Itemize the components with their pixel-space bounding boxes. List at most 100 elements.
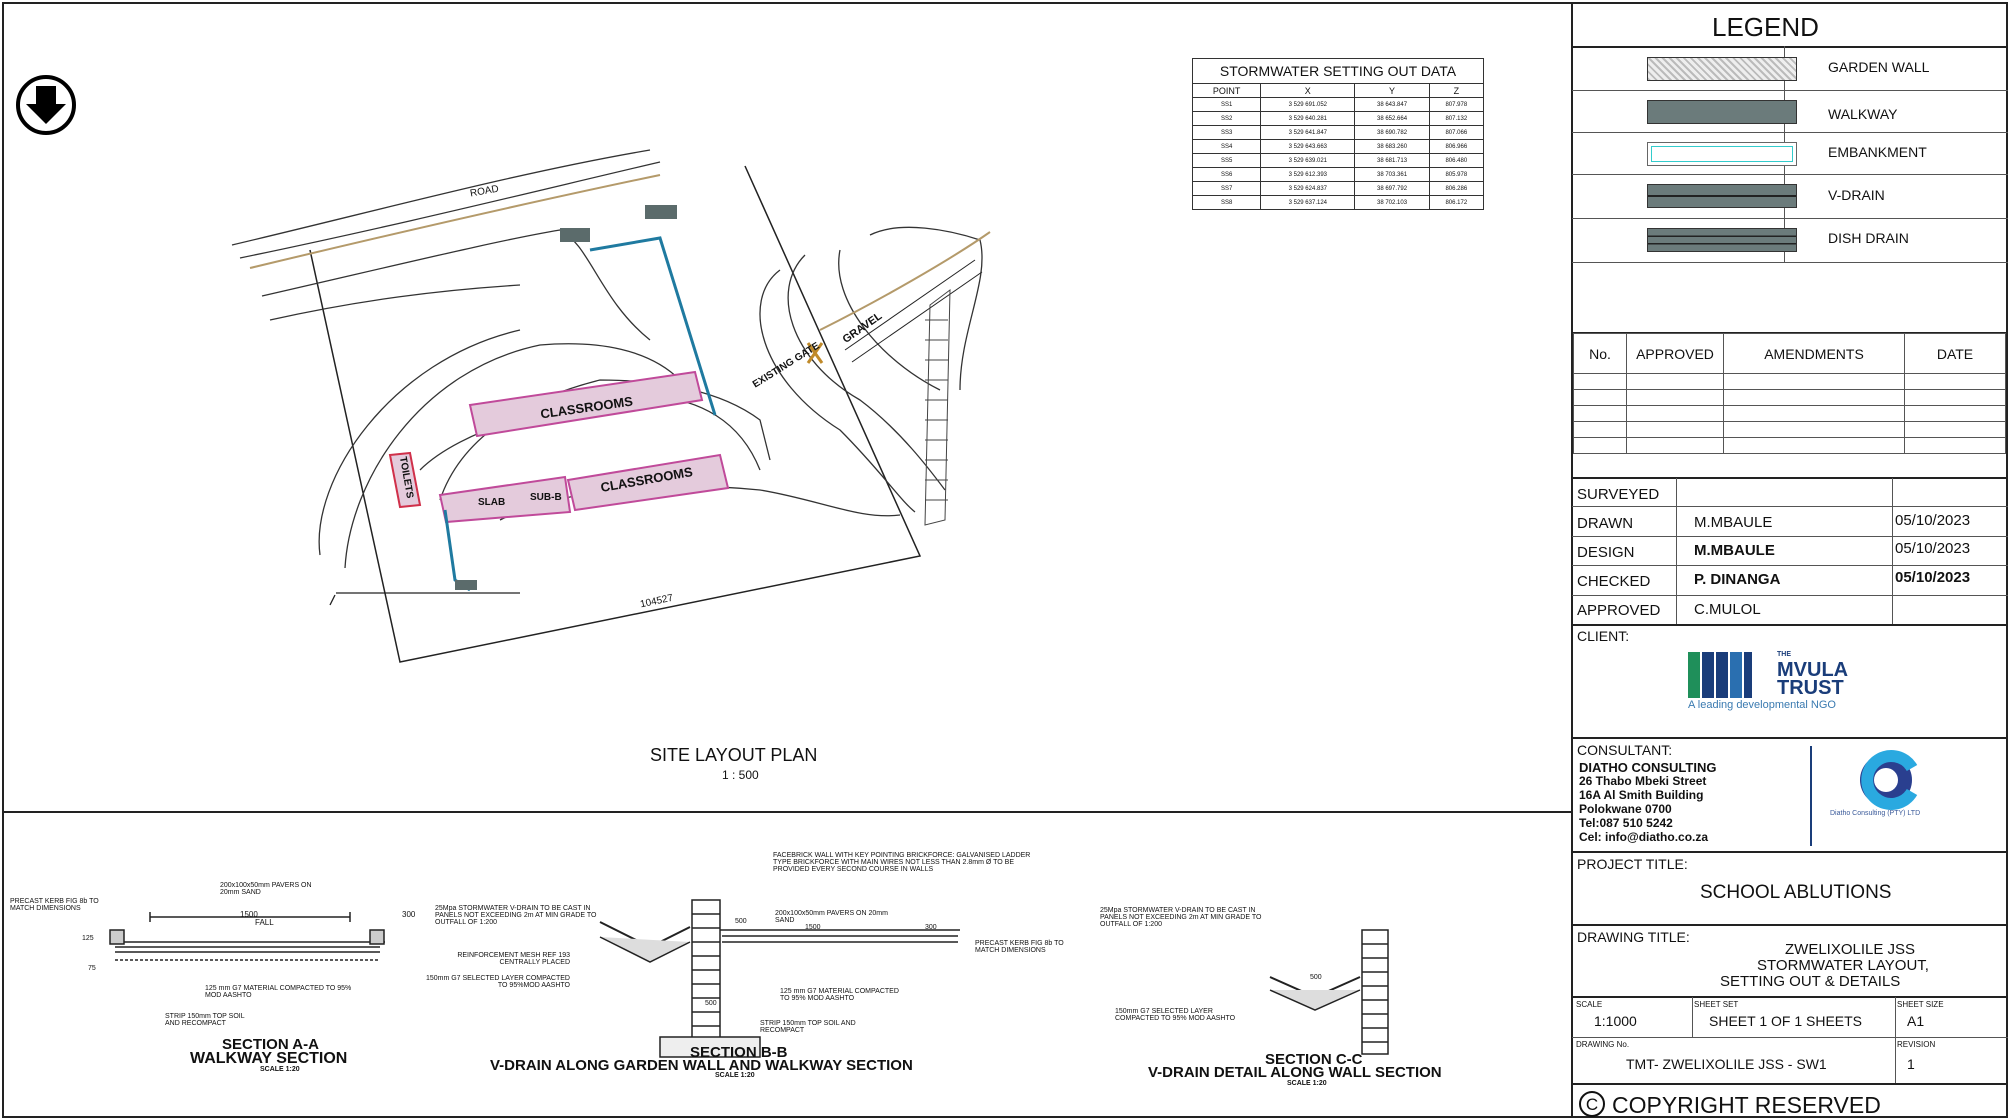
sections-drawings	[109, 899, 1389, 1058]
section-b-dim-1: 500	[735, 918, 747, 925]
sub-b-label: SUB-B	[530, 492, 562, 503]
meta-mid-rule	[1572, 1037, 2008, 1038]
section-c-scale: SCALE 1:20	[1287, 1080, 1327, 1087]
legend-v-drain-symbol	[1647, 184, 1797, 208]
section-a-dim-2: 300	[402, 910, 416, 919]
setting-out-cell: 38 690.782	[1354, 125, 1430, 140]
section-b-dim-4: 500	[705, 1000, 717, 1007]
section-b-note-4: PRECAST KERB FIG 8b TO MATCH DIMENSIONS	[975, 940, 1064, 954]
section-b-note-8: STRIP 150mm TOP SOIL AND RECOMPACT	[760, 1020, 856, 1034]
setting-out-cell: 806.286	[1428, 181, 1485, 196]
signoff-design-name: M.MBAULE	[1694, 542, 1775, 559]
drawing-title-bottom-rule	[1572, 996, 2008, 998]
legend-row-rule	[1572, 174, 2008, 175]
section-b-dim-2: 1500	[805, 924, 821, 931]
section-b-scale: SCALE 1:20	[715, 1072, 755, 1079]
setting-out-cell: 38 643.847	[1354, 97, 1430, 112]
setting-out-cell: 3 529 643.663	[1260, 139, 1356, 154]
meta-scale-label: SCALE	[1576, 1000, 1603, 1009]
legend-embankment-label: EMBANKMENT	[1828, 144, 1927, 160]
legend-row-rule	[1572, 90, 2008, 91]
section-a-note-2: 200x100x50mm PAVERS ON 20mm SAND	[220, 882, 312, 896]
road-edge	[249, 174, 991, 331]
section-c-dim-1: 500	[1310, 974, 1322, 981]
consultant-address-1: 26 Thabo Mbeki Street	[1579, 774, 1707, 788]
section-a-note-4: STRIP 150mm TOP SOIL AND RECOMPACT	[165, 1013, 245, 1027]
section-b-drawing	[599, 899, 960, 1058]
signoff-surveyed-label: SURVEYED	[1577, 486, 1660, 503]
setting-out-cell: 807.132	[1428, 111, 1485, 126]
signoff-rule	[1572, 595, 2008, 596]
signoff-checked-date: 05/10/2023	[1895, 569, 1971, 586]
section-c-note-1: 25Mpa STORMWATER V-DRAIN TO BE CAST IN P…	[1100, 907, 1262, 928]
classroom-blocks	[388, 370, 730, 524]
section-b-note-6: 150mm G7 SELECTED LAYER COMPACTED TO 95%…	[425, 975, 570, 989]
legend-title: LEGEND	[1712, 12, 1819, 42]
legend-row-rule	[1572, 132, 2008, 133]
legend-dish-drain-symbol	[1647, 228, 1797, 252]
embankment-hatch	[924, 288, 951, 526]
consultant-address-2: 16A Al Smith Building	[1579, 788, 1704, 802]
meta-sheet-size-label: SHEET SIZE	[1897, 1000, 1944, 1009]
legend-garden-wall-label: GARDEN WALL	[1828, 59, 1930, 75]
section-c-subtitle: V-DRAIN DETAIL ALONG WALL SECTION	[1148, 1064, 1442, 1081]
setting-out-table: STORMWATER SETTING OUT DATA POINT X Y Z …	[1191, 58, 1485, 210]
project-bottom-rule	[1572, 924, 2008, 926]
meta-drawing-no-label: DRAWING No.	[1576, 1040, 1630, 1049]
signoff-col-2	[1892, 478, 1893, 624]
client-logo	[1688, 652, 1752, 698]
site-plan-title: SITE LAYOUT PLAN	[650, 745, 818, 765]
section-b-note-2: 25Mpa STORMWATER V-DRAIN TO BE CAST IN P…	[435, 905, 597, 926]
consultant-logo-rule	[1810, 746, 1812, 846]
signoff-rule	[1572, 506, 2008, 507]
client-logo-the: THE	[1777, 651, 1791, 658]
signoff-drawn-date: 05/10/2023	[1895, 512, 1971, 529]
section-a-title: SECTION A-A	[222, 1036, 319, 1053]
client-tagline: A leading developmental NGO	[1688, 699, 1836, 711]
section-b-dim-3: 300	[925, 924, 937, 931]
amendments-table: No. APPROVED AMENDMENTS DATE	[1573, 333, 2006, 454]
consultant-logo-text: Diatho Consulting (PTY) LTD	[1830, 810, 1921, 817]
signoff-col-1	[1676, 478, 1677, 624]
consultant-logo	[1860, 750, 1918, 810]
section-a-subtitle: WALKWAY SECTION	[190, 1050, 348, 1067]
signoff-rule	[1572, 536, 2008, 537]
existing-gate-marker	[806, 342, 824, 364]
meta-revision-value: 1	[1907, 1056, 1915, 1072]
section-b-subtitle: V-DRAIN ALONG GARDEN WALL AND WALKWAY SE…	[490, 1057, 913, 1074]
meta-sheet-set-label: SHEET SET	[1694, 1000, 1739, 1009]
setting-out-cell: 38 702.103	[1354, 195, 1430, 210]
legend-dish-drain-label: DISH DRAIN	[1828, 230, 1909, 246]
setting-out-cell: SS7	[1191, 181, 1262, 196]
legend-v-drain-label: V-DRAIN	[1828, 187, 1885, 203]
col-x: X	[1260, 83, 1356, 98]
amend-col-date: DATE	[1904, 333, 2006, 374]
meta-sheet-size-value: A1	[1907, 1013, 1925, 1029]
setting-out-cell: 806.172	[1428, 195, 1485, 210]
drawing-title-label: DRAWING TITLE:	[1577, 929, 1690, 945]
col-z: Z	[1428, 83, 1485, 98]
signoff-drawn-label: DRAWN	[1577, 515, 1634, 532]
site-boundary	[309, 165, 922, 663]
signoff-rule	[1572, 565, 2008, 566]
drain-structures	[455, 205, 677, 590]
setting-out-cell: 3 529 691.052	[1260, 97, 1356, 112]
copyright-icon: C	[1579, 1091, 1605, 1117]
client-bottom-rule	[1572, 737, 2008, 739]
amend-col-no: No.	[1573, 333, 1627, 374]
meta-revision-label: REVISION	[1897, 1040, 1936, 1049]
site-layout-plan	[16, 75, 991, 663]
setting-out-cell: SS6	[1191, 167, 1262, 182]
setting-out-cell: 3 529 641.847	[1260, 125, 1356, 140]
signoff-checked-label: CHECKED	[1577, 573, 1651, 590]
section-a-dim-3: FALL	[255, 918, 274, 927]
amendments-bottom-rule	[1572, 477, 2008, 479]
